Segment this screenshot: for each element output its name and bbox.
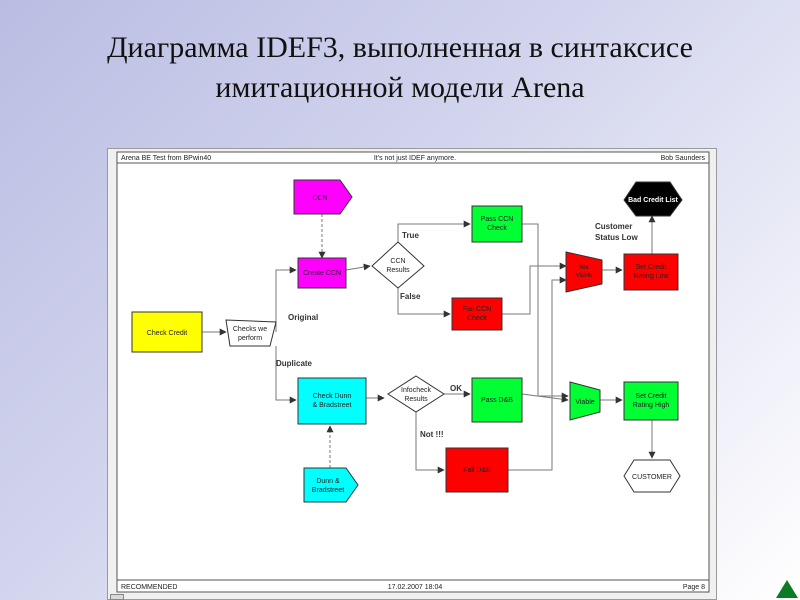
label-duplicate: Duplicate <box>276 359 313 368</box>
pass-ccn-check-line-2: Check <box>487 225 507 232</box>
not-viable-line-2: Viable <box>576 273 593 279</box>
label-not: Not !!! <box>420 430 444 439</box>
label-customer-status-low-2: Status Low <box>595 233 638 242</box>
not-viable-shape <box>565 251 603 293</box>
node-ccn-results[interactable]: CCN Results <box>371 241 425 289</box>
sheet-header-right: Bob Saunders <box>661 155 706 162</box>
ccn-results-shape <box>371 241 425 289</box>
ccn-shape <box>293 179 353 215</box>
set-rating-high-line-2: Rating High <box>633 402 670 409</box>
dunn-bradstreet-shape <box>303 467 359 503</box>
ccn-label: CCN <box>312 195 327 202</box>
node-ccn[interactable]: CCN <box>293 179 353 215</box>
node-viable[interactable]: Viable <box>569 381 601 421</box>
fail-db-label: Fail D&B <box>463 467 491 474</box>
fail-ccn-check-line-2: Check <box>467 315 487 322</box>
node-check-credit[interactable]: Check Credit <box>131 311 203 353</box>
node-pass-ccn-check[interactable]: Pass CCN Check <box>471 205 523 243</box>
node-check-dunn[interactable]: Check Dunn & Bradstreet <box>297 377 367 425</box>
label-ok: OK <box>450 384 462 393</box>
edge-original <box>275 266 297 332</box>
viable-label: Viable <box>575 399 594 406</box>
customer-label: CUSTOMER <box>632 474 672 481</box>
sheet-footer-left: RECOMMENDED <box>121 584 177 591</box>
edge-failccn-notviable <box>502 262 567 315</box>
label-true: True <box>402 231 419 240</box>
fail-db-shape <box>445 447 509 493</box>
label-customer-status-low-1: Customer <box>595 222 632 231</box>
edge-passccn-viable <box>522 223 569 400</box>
pass-ccn-check-shape <box>471 205 523 243</box>
set-rating-high-line-1: Set Credit <box>635 393 666 400</box>
create-ccn-label: Create CCN <box>303 270 341 277</box>
scrollbar-left-button[interactable] <box>110 594 124 600</box>
bad-credit-list-shape <box>623 181 683 217</box>
pass-db-label: Pass D&B <box>481 397 513 404</box>
edge-true <box>397 220 471 242</box>
node-bad-credit-list[interactable]: Bad Credit List <box>623 181 683 217</box>
sheet-header-center: It's not just IDEF anymore. <box>374 155 456 162</box>
sheet-footer-right: Page 8 <box>683 584 705 591</box>
dunn-bradstreet-line-2: Bradstreet <box>312 487 344 494</box>
set-rating-low-line-2: Rating Low <box>633 273 669 280</box>
node-customer[interactable]: CUSTOMER <box>623 459 681 493</box>
node-checks-we-perform[interactable]: Checks we perform <box>225 319 277 347</box>
slide-title-line-2: имитационной модели Arena <box>215 71 585 104</box>
set-rating-low-line-1: Set Credit <box>635 264 666 271</box>
edge-passdb-viable <box>521 393 569 403</box>
pass-db-shape <box>471 377 523 423</box>
check-credit-label: Check Credit <box>147 330 188 337</box>
ccn-results-line-2: Results <box>386 267 410 274</box>
edge-faildb-notviable <box>508 276 567 471</box>
check-dunn-shape <box>297 377 367 425</box>
set-rating-low-shape <box>623 253 679 291</box>
edge-not <box>415 410 445 474</box>
slide-title: Диаграмма IDEF3, выполненная в синтаксис… <box>0 28 800 108</box>
edge-false <box>397 288 451 318</box>
node-fail-db[interactable]: Fail D&B <box>445 447 509 493</box>
connectors <box>202 214 656 474</box>
label-false: False <box>400 292 421 301</box>
check-dunn-line-1: Check Dunn <box>313 393 352 400</box>
checks-we-perform-line-2: perform <box>238 335 262 342</box>
sheet-frame <box>116 151 710 593</box>
edge-create-ccnresults <box>345 263 371 271</box>
node-dunn-bradstreet[interactable]: Dunn & Bradstreet <box>303 467 359 503</box>
node-set-rating-high[interactable]: Set Credit Rating High <box>623 381 679 421</box>
create-ccn-shape <box>297 257 347 289</box>
node-not-viable[interactable]: Not Viable <box>565 251 603 293</box>
label-original: Original <box>288 313 318 322</box>
check-dunn-line-2: & Bradstreet <box>313 402 352 409</box>
fail-ccn-check-line-1: Fail CCN <box>463 306 491 313</box>
node-create-ccn[interactable]: Create CCN <box>297 257 347 289</box>
node-set-rating-low[interactable]: Set Credit Rating Low <box>623 253 679 291</box>
infocheck-results-line-1: Infocheck <box>401 387 431 394</box>
bad-credit-list-label: Bad Credit List <box>628 197 678 204</box>
node-infocheck-results[interactable]: Infocheck Results <box>387 375 445 413</box>
navigation-arrow-icon[interactable] <box>776 580 798 598</box>
infocheck-results-shape <box>387 375 445 413</box>
checks-we-perform-line-1: Checks we <box>233 326 267 333</box>
not-viable-line-1: Not <box>579 265 589 271</box>
pass-ccn-check-line-1: Pass CCN <box>481 216 514 223</box>
slide-title-line-1: Диаграмма IDEF3, выполненная в синтаксис… <box>107 31 693 64</box>
edge-duplicate <box>275 346 297 404</box>
set-rating-high-shape <box>623 381 679 421</box>
customer-shape <box>623 459 681 493</box>
infocheck-results-line-2: Results <box>404 396 428 403</box>
check-credit-shape <box>131 311 203 353</box>
dunn-bradstreet-line-1: Dunn & <box>316 478 340 485</box>
sheet-footer-center: 17.02.2007 18:04 <box>388 584 443 591</box>
viable-shape <box>569 381 601 421</box>
fail-ccn-check-shape <box>451 297 503 331</box>
node-pass-db[interactable]: Pass D&B <box>471 377 523 423</box>
ccn-results-line-1: CCN <box>390 258 405 265</box>
node-fail-ccn-check[interactable]: Fail CCN Check <box>451 297 503 331</box>
sheet-header-left: Arena BE Test from BPwin40 <box>121 155 211 162</box>
checks-we-perform-shape <box>225 319 277 347</box>
